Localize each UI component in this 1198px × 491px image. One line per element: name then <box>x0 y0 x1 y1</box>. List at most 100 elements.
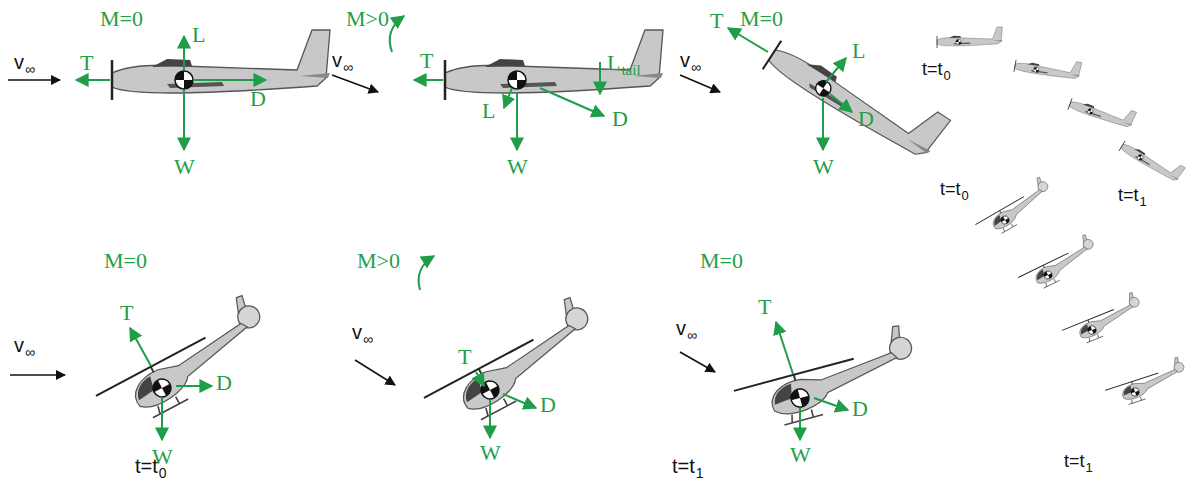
subscript: ∞ <box>25 345 35 359</box>
helicopter-tilted <box>680 322 923 440</box>
annotation-label: v <box>14 335 24 355</box>
drawing-part <box>776 322 848 440</box>
annotation-label: v <box>332 50 342 70</box>
drawing-part <box>680 352 715 372</box>
helicopter-sequence <box>971 175 1190 410</box>
subscript: 0 <box>159 466 167 480</box>
drawing-part <box>1014 233 1101 296</box>
airplane-nose-up <box>680 19 951 170</box>
drawing-part <box>937 27 1002 48</box>
helicopter-trimmed <box>10 291 279 440</box>
force-label: M>0 <box>357 250 400 272</box>
annotation-label: t=t <box>672 456 695 476</box>
drawing-part <box>503 394 536 408</box>
drawing-part <box>390 16 404 52</box>
drawing-part <box>1014 51 1082 83</box>
subscript: 0 <box>962 189 969 202</box>
force-label: T <box>758 296 771 318</box>
drawing-part <box>86 291 279 436</box>
force-label: M=0 <box>740 8 783 30</box>
drawing-part <box>599 62 601 94</box>
annotation-label: t=t <box>922 60 943 78</box>
drawing-part <box>728 28 852 150</box>
drawing-part <box>332 75 378 92</box>
drawing-part <box>830 94 852 112</box>
airplane-sequence <box>937 27 1185 186</box>
drawing-part <box>822 98 824 150</box>
airplane-pitching <box>332 16 663 150</box>
subscript: 1 <box>696 466 704 480</box>
drawing-part <box>763 19 951 170</box>
annotation-label: t=t <box>940 180 961 198</box>
drawing-part <box>419 256 434 290</box>
drawing-part <box>76 79 110 81</box>
drawing-part <box>130 328 212 440</box>
drawing-part <box>1059 291 1147 350</box>
drawing-part <box>183 36 185 70</box>
force-label: D <box>250 88 266 110</box>
drawing-part <box>516 92 518 150</box>
annotation-label: t=t <box>1064 452 1085 470</box>
subscript: 1 <box>1086 461 1093 474</box>
force-label: M=0 <box>100 8 143 30</box>
drawing-part <box>355 360 395 385</box>
force-label: M=0 <box>104 250 147 272</box>
subscript: ∞ <box>687 328 697 342</box>
force-label: M>0 <box>346 8 389 30</box>
force-label: T <box>80 52 93 74</box>
subscript: 1 <box>1140 195 1147 208</box>
force-label: D <box>852 398 868 420</box>
drawing-part <box>971 175 1057 242</box>
drawing-part <box>112 30 330 100</box>
drawing-part <box>476 372 484 386</box>
force-label: D <box>858 108 874 130</box>
annotation-label: t=t <box>1118 186 1139 204</box>
drawing-part <box>445 30 663 100</box>
annotation-label: t=t <box>135 456 158 476</box>
subscript: 0 <box>944 69 951 82</box>
force-label: L <box>482 100 495 122</box>
drawing-part <box>161 398 163 440</box>
force-label: W <box>174 156 195 178</box>
drawing-part <box>183 90 185 150</box>
drawing-part <box>414 79 443 81</box>
force-label: M=0 <box>700 250 743 272</box>
drawing-part <box>193 79 266 81</box>
subscript: ∞ <box>363 332 373 346</box>
force-label: D <box>612 108 628 130</box>
annotation-label: v <box>680 50 690 70</box>
force-label: T <box>458 346 471 368</box>
drawing-part <box>504 88 512 108</box>
force-label: D <box>216 372 232 394</box>
annotation-label: v <box>352 322 362 342</box>
drawing-part <box>826 58 846 82</box>
subscript: ∞ <box>25 62 35 76</box>
drawing-part <box>76 36 266 150</box>
force-label: T <box>420 50 433 72</box>
force-label: W <box>507 156 528 178</box>
drawing-part <box>1119 133 1186 185</box>
drawing-part <box>130 328 151 366</box>
drawing-part <box>390 16 604 150</box>
drawing-part <box>540 88 604 116</box>
drawing-part <box>728 28 768 52</box>
drawing-part <box>176 385 212 387</box>
subscript: tail <box>621 63 640 78</box>
drawing-part <box>680 75 720 92</box>
drawing-part <box>414 293 607 438</box>
force-label: L <box>607 52 620 74</box>
drawing-part <box>728 323 922 435</box>
drawing-part <box>419 256 536 438</box>
drawing-part <box>1102 356 1190 410</box>
force-label: L <box>852 40 865 62</box>
force-label: D <box>540 394 556 416</box>
helicopter-pitching <box>355 256 607 439</box>
drawing-part <box>10 374 65 376</box>
subscript: ∞ <box>691 60 701 74</box>
annotation-label: v <box>14 52 24 72</box>
airplane-level <box>8 30 330 150</box>
force-label: W <box>480 442 501 464</box>
force-label: T <box>120 302 133 324</box>
subscript: ∞ <box>343 60 353 74</box>
